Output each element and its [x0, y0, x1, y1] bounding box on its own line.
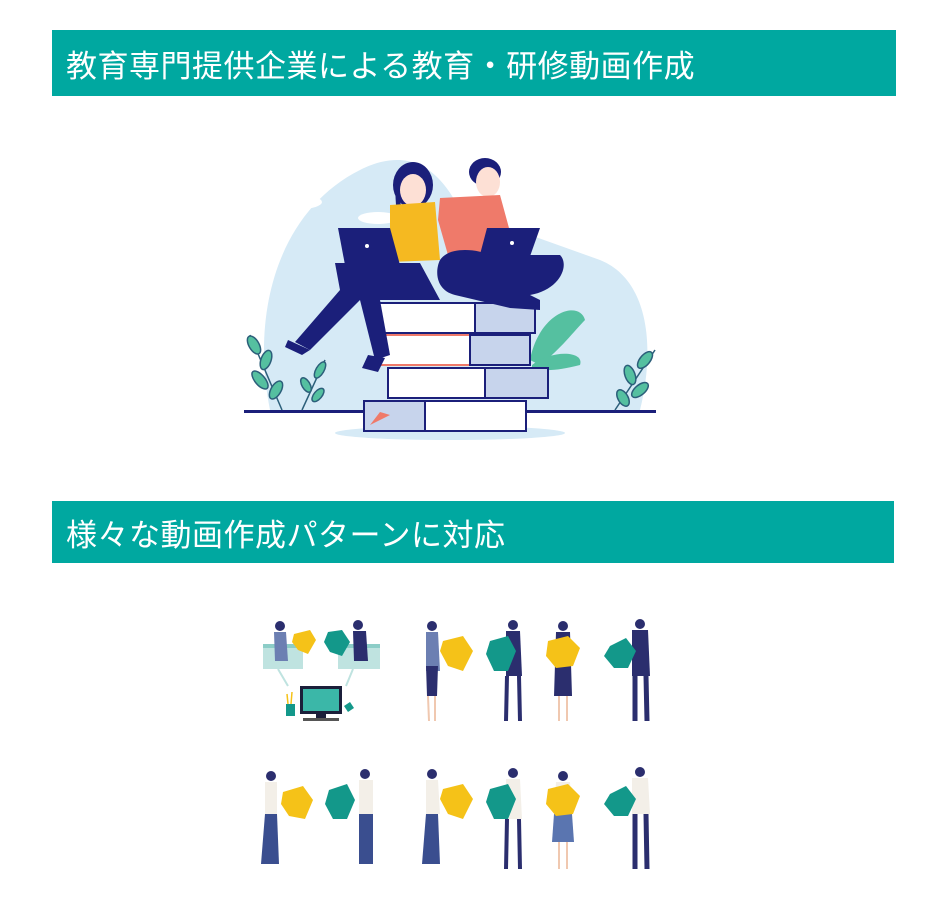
video-call-puzzle-icon — [263, 620, 380, 721]
section-title: 様々な動画作成パターンに対応 — [66, 517, 506, 554]
four-people-puzzle-casual-illustration — [418, 764, 656, 874]
hero-illustration — [240, 150, 660, 450]
section-header-education-video: 教育専門提供企業による教育・研修動画作成 — [52, 30, 896, 96]
section-header-video-patterns: 様々な動画作成パターンに対応 — [52, 501, 894, 563]
team-puzzle-icon — [426, 619, 650, 722]
section-title: 教育専門提供企業による教育・研修動画作成 — [66, 48, 696, 85]
pair-puzzle-icon — [261, 769, 373, 864]
four-people-puzzle-illustration — [418, 616, 656, 726]
two-people-puzzle-illustration — [255, 764, 381, 874]
online-meeting-puzzle-illustration — [258, 616, 384, 724]
people-on-books-icon — [244, 158, 656, 440]
team-puzzle-casual-icon — [422, 767, 650, 870]
